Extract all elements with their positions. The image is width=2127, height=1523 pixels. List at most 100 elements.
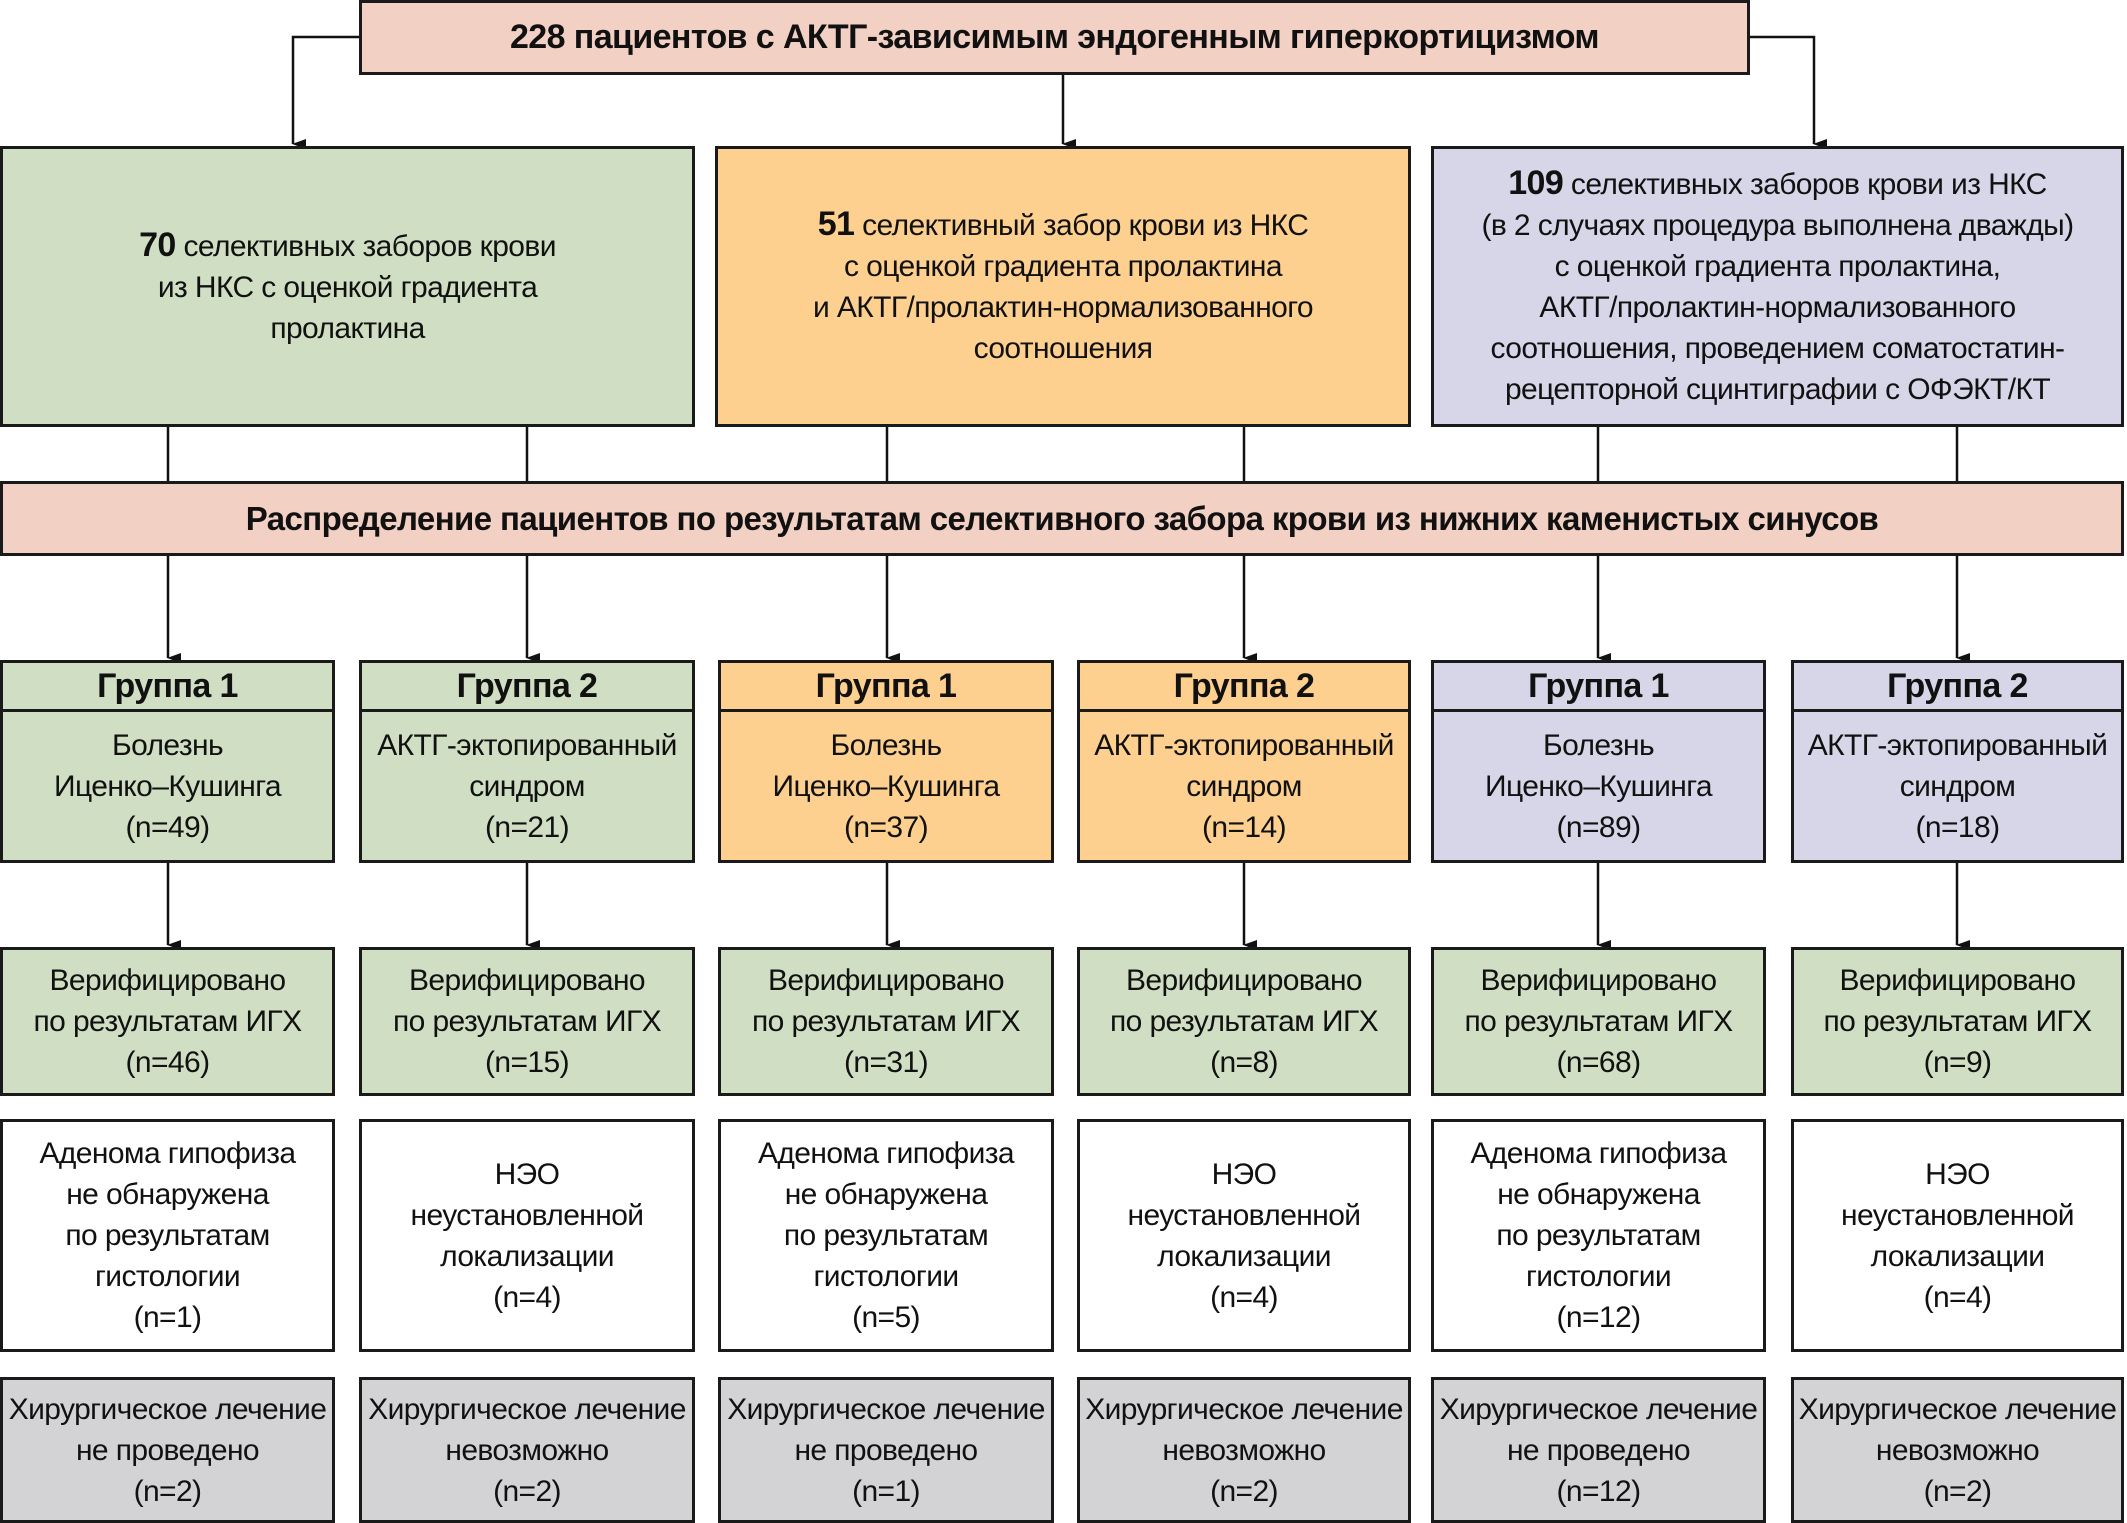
surgery-6-line-3: (n=2) bbox=[1923, 1474, 1992, 1508]
surgery-3-line-3: (n=1) bbox=[852, 1474, 920, 1508]
cohort-1-line-1: селективных заборов крови bbox=[183, 229, 556, 263]
finding-6-line-4: (n=4) bbox=[1923, 1280, 1992, 1314]
finding-box-6: НЭО неустановленной локализации (n=4) bbox=[1791, 1119, 2124, 1352]
cohort-3-line-1: селективных заборов крови из НКС bbox=[1570, 168, 2047, 201]
verified-3-line-2: по результатам ИГХ bbox=[751, 1005, 1021, 1038]
finding-3-line-2: не обнаружена bbox=[784, 1178, 988, 1211]
verified-box-3: Верифицировано по результатам ИГХ (n=31) bbox=[718, 947, 1054, 1096]
verified-4-line-1: Верифицировано bbox=[1125, 964, 1363, 997]
surgery-3-line-1: Хирургическое лечение bbox=[727, 1392, 1045, 1426]
finding-6-line-2: неустановленной bbox=[1841, 1198, 2075, 1232]
group-1-line-1: Болезнь bbox=[112, 728, 224, 762]
group-title-5: Группа 1 bbox=[1434, 663, 1763, 712]
group-title-2: Группа 2 bbox=[362, 663, 692, 712]
finding-1-line-4: гистологии bbox=[94, 1260, 241, 1293]
group-1-line-2: Иценко–Кушинга bbox=[54, 769, 282, 803]
group-title-6: Группа 2 bbox=[1794, 663, 2121, 712]
cohort-2-line-4: соотношения bbox=[973, 332, 1153, 365]
top-patients-label: 228 пациентов с АКТГ-зависимым эндогенны… bbox=[510, 18, 1600, 56]
finding-2-line-2: неустановленной bbox=[410, 1198, 645, 1232]
distribution-banner-label: Распределение пациентов по результатам с… bbox=[245, 500, 1879, 537]
finding-2-line-1: НЭО bbox=[494, 1157, 560, 1191]
group-3-line-1: Болезнь bbox=[830, 728, 943, 762]
group-6-line-3: (n=18) bbox=[1915, 810, 2001, 844]
group-title-4: Группа 2 bbox=[1080, 663, 1408, 712]
group-1-line-3: (n=49) bbox=[125, 810, 211, 844]
finding-3-line-5: (n=5) bbox=[852, 1301, 920, 1334]
surgery-4-line-3: (n=2) bbox=[1210, 1474, 1278, 1508]
verified-6-line-1: Верифицировано bbox=[1839, 964, 2076, 997]
verified-5-line-2: по результатам ИГХ bbox=[1464, 1005, 1733, 1038]
group-4-line-2: синдром bbox=[1186, 769, 1302, 803]
verified-4-line-2: по результатам ИГХ bbox=[1109, 1005, 1379, 1038]
cohort-2-number: 51 bbox=[817, 205, 855, 243]
verified-6-line-2: по результатам ИГХ bbox=[1823, 1005, 2092, 1038]
surgery-5-line-1: Хирургическое лечение bbox=[1439, 1392, 1758, 1426]
finding-4-line-2: неустановленной bbox=[1127, 1198, 1362, 1232]
group-4-line-1: АКТГ-эктопированный bbox=[1094, 728, 1394, 762]
surgery-6-line-2: невозможно bbox=[1875, 1433, 2040, 1467]
cohort-2-line-3: и АКТГ/пролактин-нормализованного bbox=[812, 291, 1314, 324]
verified-3-line-1: Верифицировано bbox=[767, 964, 1005, 997]
verified-1-line-1: Верифицировано bbox=[49, 964, 286, 997]
finding-4-line-4: (n=4) bbox=[1210, 1280, 1278, 1314]
finding-3-line-1: Аденома гипофиза bbox=[757, 1137, 1015, 1170]
group-5-line-2: Иценко–Кушинга bbox=[1485, 769, 1713, 803]
finding-4-line-3: локализации bbox=[1157, 1239, 1331, 1273]
verified-2-line-3: (n=15) bbox=[485, 1046, 570, 1079]
surgery-1-line-3: (n=2) bbox=[133, 1474, 202, 1508]
cohort-2-line-1: селективный забор крови из НКС bbox=[862, 209, 1309, 242]
surgery-2-line-3: (n=2) bbox=[493, 1474, 561, 1508]
arrow-top-to-cohort-3 bbox=[1750, 35, 1827, 149]
surgery-box-5: Хирургическое лечение не проведено (n=12) bbox=[1431, 1377, 1766, 1523]
surgery-box-2: Хирургическое лечение невозможно (n=2) bbox=[359, 1377, 695, 1523]
surgery-1-line-1: Хирургическое лечение bbox=[8, 1392, 327, 1426]
verified-3-line-3: (n=31) bbox=[844, 1046, 929, 1079]
verified-4-line-3: (n=8) bbox=[1210, 1046, 1278, 1079]
group-5-line-3: (n=89) bbox=[1556, 810, 1642, 844]
group-title-1: Группа 1 bbox=[3, 663, 332, 712]
cohort-1-number: 70 bbox=[139, 225, 176, 264]
top-patients-box: 228 пациентов с АКТГ-зависимым эндогенны… bbox=[359, 0, 1750, 75]
verified-5-line-3: (n=68) bbox=[1556, 1046, 1642, 1079]
verified-1-line-2: по результатам ИГХ bbox=[33, 1005, 302, 1038]
finding-5-line-3: по результатам bbox=[1496, 1219, 1701, 1252]
surgery-2-line-2: невозможно bbox=[445, 1433, 609, 1467]
finding-5-line-5: (n=12) bbox=[1556, 1301, 1642, 1334]
group-2-line-1: АКТГ-эктопированный bbox=[377, 728, 677, 762]
cohort-3-line-6: рецепторной сцинтиграфии с ОФЭКТ/КТ bbox=[1504, 373, 2051, 406]
surgery-5-line-3: (n=12) bbox=[1556, 1474, 1642, 1508]
surgery-4-line-1: Хирургическое лечение bbox=[1085, 1392, 1403, 1426]
surgery-2-line-1: Хирургическое лечение bbox=[368, 1392, 686, 1426]
finding-5-line-1: Аденома гипофиза bbox=[1470, 1137, 1727, 1170]
cohort-3-line-2: (в 2 случаях процедура выполнена дважды) bbox=[1481, 209, 2074, 242]
cohort-1-line-3: пролактина bbox=[270, 311, 425, 345]
surgery-5-line-2: не проведено bbox=[1506, 1433, 1691, 1467]
finding-1-line-5: (n=1) bbox=[133, 1301, 202, 1334]
verified-2-line-1: Верифицировано bbox=[408, 964, 646, 997]
finding-6-line-1: НЭО bbox=[1925, 1157, 1990, 1191]
finding-6-line-3: локализации bbox=[1870, 1239, 2045, 1273]
arrow-top-to-cohort-1 bbox=[291, 35, 359, 149]
group-title-3: Группа 1 bbox=[721, 663, 1051, 712]
group-6-line-1: АКТГ-эктопированный bbox=[1807, 728, 2108, 762]
